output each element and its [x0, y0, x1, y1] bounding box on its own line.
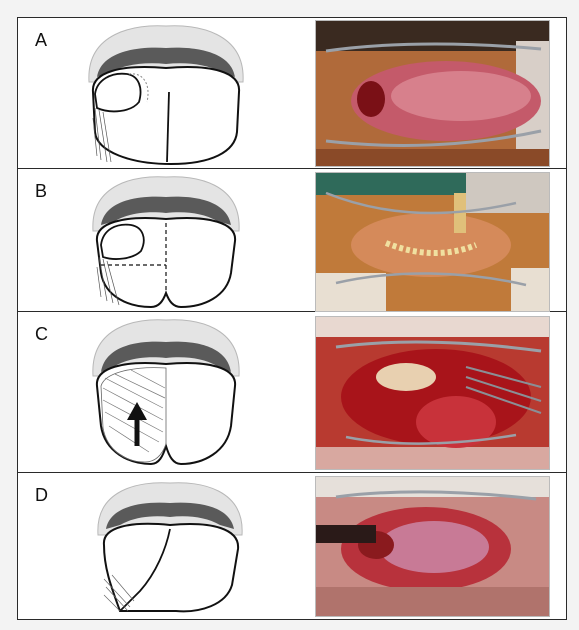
tongue-outline	[104, 524, 238, 611]
intraoperative-photo-c	[315, 316, 550, 470]
intraoperative-photo-b	[315, 172, 550, 312]
panel-label-c: C	[35, 324, 48, 345]
panel-label-d: D	[35, 485, 48, 506]
tongue-diagram-c	[85, 316, 247, 466]
tongue-diagram-a	[81, 22, 251, 166]
panel-d: D	[18, 473, 566, 618]
tongue-diagram-b	[85, 173, 247, 309]
figure-frame: A B	[17, 17, 567, 620]
tongue-outline	[93, 67, 239, 164]
panel-label-b: B	[35, 181, 47, 202]
intraoperative-photo-a	[315, 20, 550, 167]
panel-label-a: A	[35, 30, 47, 51]
intraoperative-photo-d	[315, 476, 550, 617]
panel-a: A	[18, 18, 566, 169]
panel-c: C	[18, 312, 566, 473]
panel-b: B	[18, 169, 566, 312]
tongue-diagram-d	[90, 479, 250, 615]
